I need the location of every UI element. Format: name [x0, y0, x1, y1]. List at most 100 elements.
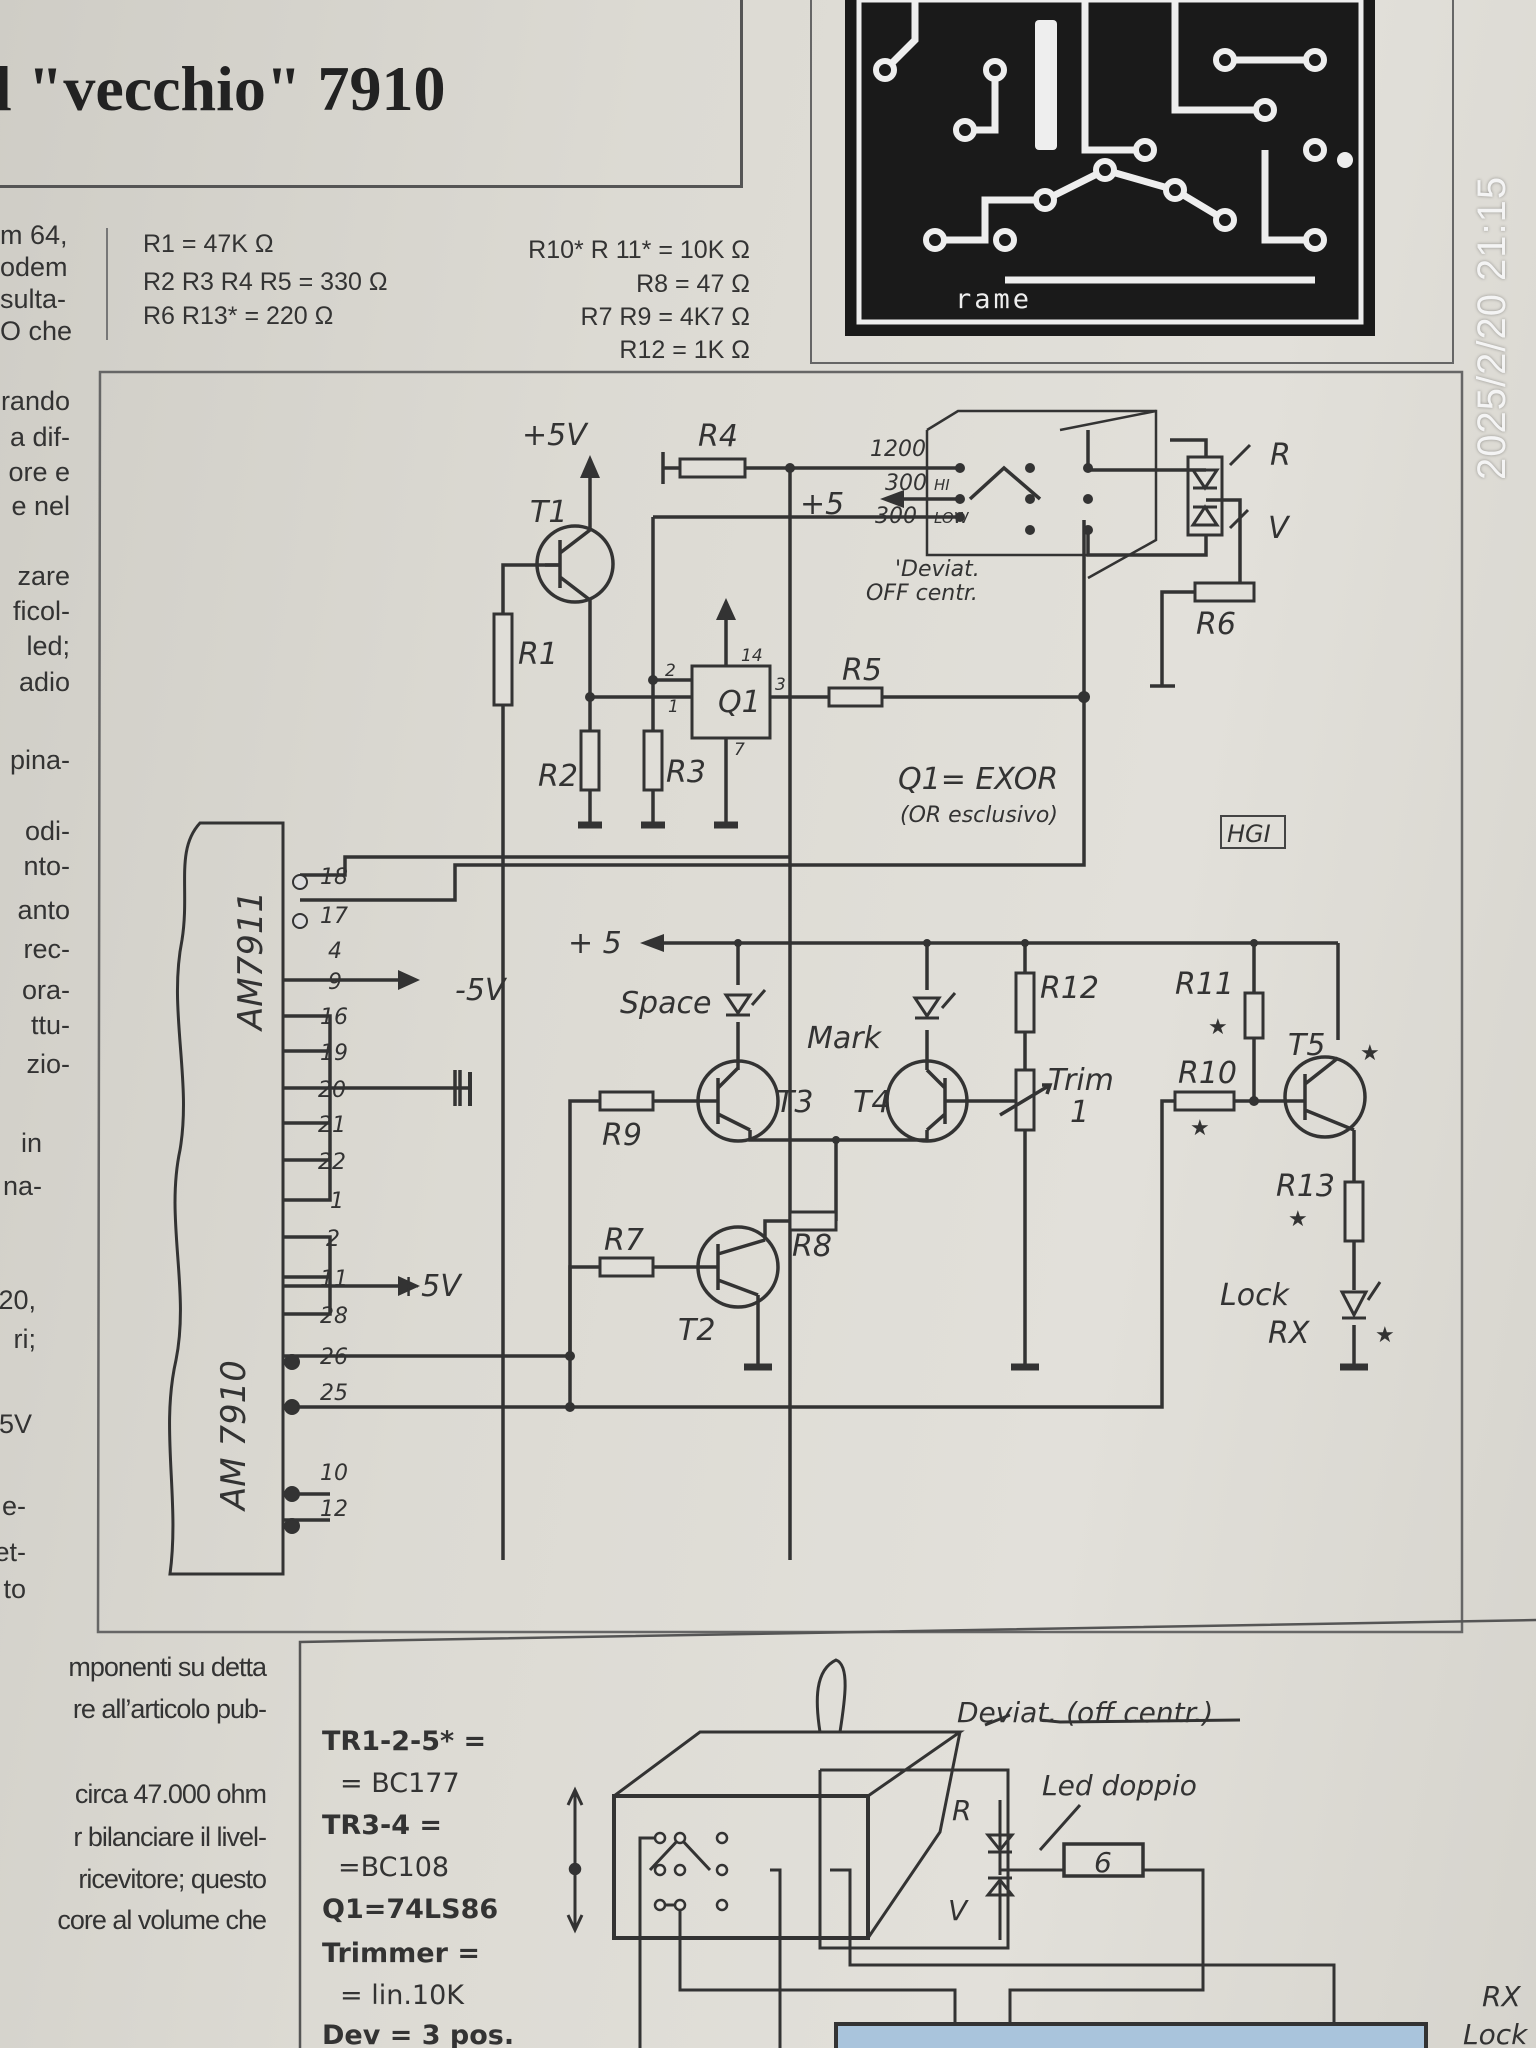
text-line: m 64, [0, 220, 68, 250]
transistor-t1 [535, 524, 615, 604]
label-300-low: 300 [875, 504, 917, 529]
resistor-r6 [1193, 581, 1256, 603]
res-left-3: R6 R13* = 220 Ω [143, 302, 334, 330]
transistor-t5 [1283, 1055, 1367, 1139]
switch-drawing-rx: RX [1482, 1980, 1521, 2013]
resistor-r3 [642, 729, 664, 792]
arrow-up-icon [580, 455, 600, 478]
label-t5: T5 [1288, 1028, 1325, 1063]
resistor-r4 [678, 457, 747, 479]
blue-board-strip [834, 2022, 1428, 2048]
label-r8: R8 [792, 1229, 832, 1264]
pin-number: 26 [320, 1345, 348, 1370]
resistor-r5 [827, 686, 884, 708]
pin-number: 1 [330, 1189, 344, 1214]
ground-symbols [468, 821, 1368, 1371]
text-line: zare [17, 561, 70, 591]
label-minus5v: -5V [455, 973, 508, 1008]
q1-pin-14: 14 [741, 646, 763, 666]
star-r13: ★ [1288, 1207, 1308, 1232]
label-t3: T3 [776, 1085, 813, 1120]
res-right-1: R10* R 11* = 10K Ω [528, 236, 750, 264]
arrows [398, 455, 904, 1296]
text-line: ricevitore; questo [78, 1864, 267, 1894]
text-line: in [20, 1128, 42, 1158]
led-pair [1186, 443, 1252, 537]
parts-line: = lin.10K [340, 1980, 465, 2011]
transistor-t2 [696, 1225, 780, 1309]
label-r1: R1 [518, 637, 558, 672]
switch-drawing-deviat: Deviat. (off centr.) [957, 1696, 1213, 1729]
resistor-r10 [1173, 1090, 1236, 1112]
text-line: a dif- [9, 422, 70, 452]
led-lock [1339, 1281, 1382, 1320]
label-r2: R2 [538, 759, 578, 794]
arrow-left-icon [880, 490, 904, 508]
pin-number: 2 [326, 1227, 340, 1252]
text-line: rando [0, 386, 70, 416]
label-hi: HI [934, 476, 950, 494]
pin-number: 21 [318, 1113, 346, 1138]
label-r9: R9 [602, 1118, 642, 1153]
transistor-t3 [696, 1059, 780, 1143]
q1-description-1: Q1= EXOR [898, 762, 1058, 797]
label-r10: R10 [1178, 1056, 1237, 1091]
label-t4: T4 [853, 1085, 890, 1120]
label-r6: R6 [1196, 607, 1236, 642]
text-line: led; [26, 631, 70, 661]
text-line: r bilanciare il livel- [73, 1822, 267, 1852]
arrow-right-icon [398, 1276, 420, 1296]
resistors [492, 457, 1365, 1278]
arrow-up-icon [716, 598, 736, 620]
led-space [723, 989, 767, 1017]
lower-frame [298, 1618, 1536, 2048]
schematic-frame [96, 370, 1464, 1634]
label-rx: RX [1268, 1316, 1311, 1351]
pin-number: 22 [318, 1150, 346, 1175]
text-line: zio- [26, 1049, 70, 1079]
resistor-r9 [598, 1090, 655, 1112]
chip-pin-markers [284, 874, 308, 1534]
parts-line: =BC108 [338, 1852, 449, 1883]
label-led-v: V [1268, 511, 1291, 546]
title-frame [0, 0, 743, 188]
switch-drawing-lock: Lock [1463, 2018, 1529, 2048]
label-lock: Lock [1220, 1278, 1291, 1313]
text-line: e- [1, 1491, 26, 1521]
res-left-2: R2 R3 R4 R5 = 330 Ω [143, 268, 388, 296]
pin-number: 28 [320, 1304, 348, 1329]
text-line: ficol- [12, 596, 70, 626]
switch-note-2: OFF centr. [866, 581, 978, 606]
text-line: ore e [8, 457, 70, 487]
res-divider [106, 228, 108, 340]
pcb-layout: rame [845, 0, 1375, 336]
star-t5: ★ [1360, 1041, 1380, 1066]
label-plus5-switch: +5 [800, 487, 844, 522]
resistor-r7 [598, 1256, 655, 1278]
text-line: re all’articolo pub- [72, 1694, 267, 1724]
label-r13: R13 [1276, 1169, 1335, 1204]
text-line: odem [0, 252, 68, 282]
label-space: Space [620, 986, 711, 1021]
label-t2: T2 [678, 1313, 715, 1348]
parts-line: = BC177 [340, 1768, 460, 1799]
pin-number: 25 [320, 1381, 348, 1406]
label-t1: T1 [530, 495, 567, 530]
hgi-label: HGI [1227, 820, 1271, 848]
q1-pin-7: 7 [734, 740, 745, 760]
resistor-r1 [492, 612, 514, 707]
pcb-frame [810, 0, 1454, 364]
q1-pin-3: 3 [775, 675, 786, 695]
text-line: O che [0, 316, 73, 346]
arrow-right-icon [398, 970, 420, 990]
text-line: mponenti su detta [68, 1652, 267, 1682]
label-r11: R11 [1175, 967, 1234, 1002]
page-title: l "vecchio" 7910 [0, 53, 446, 124]
parts-list: TR1-2-5* = = BC177 TR3-4 = =BC108 Q1=74L… [322, 1726, 514, 2048]
q1-description-2: (OR esclusivo) [900, 803, 1058, 828]
res-left-1: R1 = 47K Ω [143, 230, 274, 258]
label-300-hi: 300 [885, 471, 927, 496]
label-low: LOW [934, 509, 970, 527]
text-line: ri; [13, 1324, 37, 1354]
